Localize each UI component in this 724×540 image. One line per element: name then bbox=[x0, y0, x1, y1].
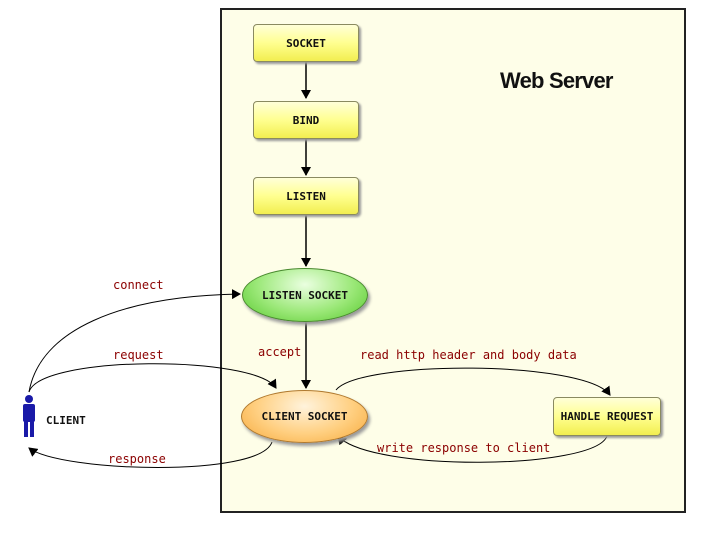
edge-write bbox=[337, 435, 608, 463]
edge-request bbox=[28, 363, 277, 393]
accept-label: accept bbox=[258, 345, 302, 359]
edge-response bbox=[28, 441, 273, 468]
connect-label: connect bbox=[113, 278, 164, 292]
web-server-title: Web Server bbox=[500, 68, 613, 93]
client-person-icon bbox=[23, 395, 35, 437]
client-label: CLIENT bbox=[46, 414, 86, 427]
edge-connect bbox=[28, 289, 241, 393]
client-socket-node: CLIENT SOCKET bbox=[241, 390, 368, 443]
write-label: write response to client bbox=[377, 441, 551, 455]
handle-request-node: HANDLE REQUEST bbox=[553, 397, 661, 436]
listen-node: LISTEN bbox=[253, 177, 359, 215]
bind-node: BIND bbox=[253, 101, 359, 139]
socket-node: SOCKET bbox=[253, 24, 359, 62]
request-label: request bbox=[113, 348, 164, 362]
edge-read bbox=[335, 367, 611, 396]
read-label: read http header and body data bbox=[360, 348, 577, 362]
response-label: response bbox=[108, 452, 166, 466]
listen-socket-node: LISTEN SOCKET bbox=[242, 268, 368, 322]
